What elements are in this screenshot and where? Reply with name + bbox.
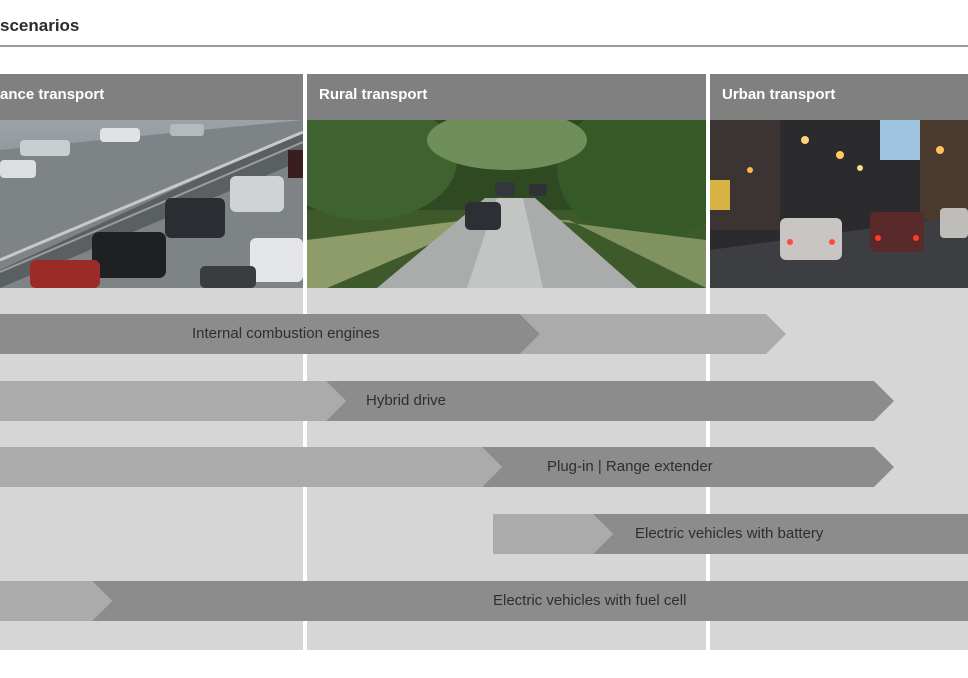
bar-fuel-cell: Electric vehicles with fuel cell bbox=[0, 581, 968, 621]
bar-internal-combustion: Internal combustion engines bbox=[0, 314, 790, 354]
column-label-urban: Urban transport bbox=[722, 86, 836, 103]
bar-label-plug-in: Plug-in | Range extender bbox=[547, 458, 713, 475]
rural-road-photo bbox=[307, 120, 706, 288]
column-header-long-distance: ance transport bbox=[0, 74, 303, 120]
column-label-long-distance: ance transport bbox=[0, 86, 105, 103]
page-title: scenarios bbox=[0, 16, 80, 35]
bar-label-fuel-cell: Electric vehicles with fuel cell bbox=[493, 592, 687, 609]
bar-plug-in: Plug-in | Range extender bbox=[0, 447, 900, 487]
highway-photo bbox=[0, 120, 303, 288]
bar-label-internal-combustion: Internal combustion engines bbox=[192, 325, 380, 342]
column-header-urban: Urban transport bbox=[710, 74, 968, 120]
column-divider-1 bbox=[303, 74, 307, 650]
column-divider-2 bbox=[706, 74, 710, 650]
city-street-photo bbox=[710, 120, 968, 288]
column-header-rural: Rural transport bbox=[307, 74, 706, 120]
column-label-rural: Rural transport bbox=[319, 86, 428, 103]
bar-hybrid-drive: Hybrid drive bbox=[0, 381, 900, 421]
title-divider bbox=[0, 45, 968, 47]
bar-label-battery-electric: Electric vehicles with battery bbox=[635, 525, 824, 542]
bar-battery-electric: Electric vehicles with battery bbox=[493, 514, 968, 554]
bar-label-hybrid-drive: Hybrid drive bbox=[366, 392, 447, 409]
